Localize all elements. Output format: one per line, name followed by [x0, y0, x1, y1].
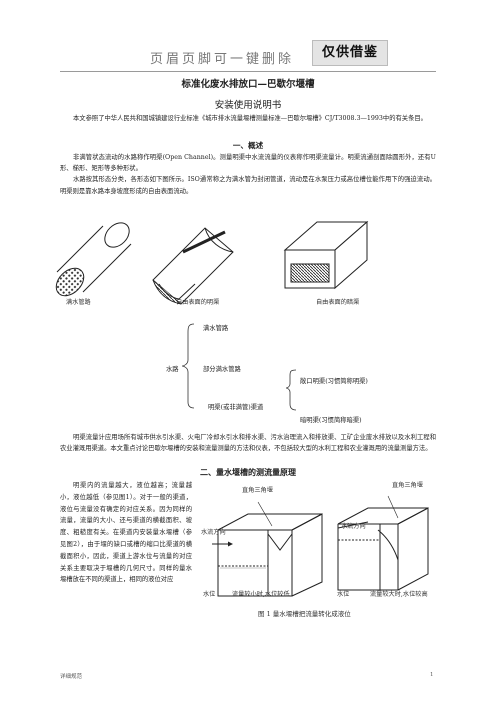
tree-open-channel: 敞口明渠(习惯简称明渠) — [300, 378, 368, 385]
fig1-level-left: 水位 — [203, 591, 216, 598]
section-1-para-1: 非满管状态流动的水路称作明渠(Open Channel)。测量明渠中水流流量的仪… — [60, 154, 436, 173]
footer-left: 详细规范 — [60, 674, 83, 680]
section-1-heading: 一、概述 — [232, 141, 264, 150]
tree-partial-pipe: 部分满水管路 — [203, 366, 241, 373]
fig1-small-flow: 流量较小时,水位较低 — [232, 591, 290, 598]
section-1-para-2: 水路按其形态分类，各形态如下图所示。ISO通常称之为满水管为封闭管道，流动是在水… — [60, 176, 436, 195]
usage-text: 明渠流量计应用场所有城市供水引水渠、火电厂冷却水引水和排水渠、污水治理流入和排放… — [60, 434, 436, 453]
tree-root: 水路 — [166, 366, 179, 373]
waterway-types-figure — [55, 220, 369, 305]
fig1-flow-right: 水流方向 — [341, 523, 366, 530]
figure-1-weir-drawing — [212, 495, 429, 597]
page-number: 1 — [430, 672, 434, 678]
section-2-text: 明渠内的流量越大，液位越高；流量越小，液位越低（参见图1）。对于一般的渠道，液位… — [60, 482, 192, 584]
weir-low-flow — [212, 501, 323, 597]
intro-paragraph: 本文参照了中华人民共和国城镇建设行业标准《城市排水流量堰槽测量标准—巴歇尔堰槽》… — [60, 113, 436, 124]
tree-covered-channel: 暗明渠(习惯简称暗渠) — [300, 417, 362, 424]
label-open-channel: 自由表面的明渠 — [176, 299, 220, 306]
fig1-large-flow: 流量较大时,水位较高 — [370, 591, 428, 598]
closed-channel-drawing — [283, 220, 369, 290]
header-text: 页眉页脚可一键删除 — [150, 52, 295, 67]
fig1-flow-left: 水流方向 — [201, 529, 226, 536]
document-title: 标准化废水排放口—巴歇尔堰槽 — [181, 79, 315, 90]
section-1-body: 非满管状态流动的水路称作明渠(Open Channel)。测量明渠中水流流量的仪… — [60, 152, 436, 197]
header-divider — [60, 71, 436, 72]
tree-full-pipe: 满水管路 — [203, 325, 229, 332]
weir-high-flow — [337, 495, 429, 591]
fig1-weir-label-right: 直角三角堰 — [392, 482, 423, 489]
classification-tree-brackets — [181, 323, 297, 411]
section-2-body: 明渠内的流量越大，液位越高；流量越小，液位越低（参见图1）。对于一般的渠道，液位… — [60, 480, 192, 586]
tree-channel: 明渠(或非满管)渠道 — [208, 404, 264, 411]
intro-text: 本文参照了中华人民共和国城镇建设行业标准《城市排水流量堰槽测量标准—巴歇尔堰槽》… — [73, 115, 427, 122]
fig1-caption: 图 1 量水堰槽把流量转化成液位 — [258, 610, 351, 618]
header-badge: 仅供借鉴 — [312, 40, 388, 66]
label-closed-channel: 自由表面的暗渠 — [316, 299, 360, 306]
open-channel-drawing — [152, 227, 234, 305]
usage-paragraph: 明渠流量计应用场所有城市供水引水渠、火电厂冷却水引水和排水渠、污水治理流入和排放… — [60, 432, 436, 454]
label-full-pipe: 满水管路 — [66, 299, 91, 306]
full-pipe-drawing — [55, 222, 132, 297]
fig1-weir-label-left: 直角三角堰 — [242, 487, 273, 494]
section-2-heading: 二、量水堰槽的测流量原理 — [200, 468, 296, 477]
fig1-level-right: 水位 — [337, 591, 350, 598]
document-subtitle: 安装使用说明书 — [214, 100, 282, 111]
